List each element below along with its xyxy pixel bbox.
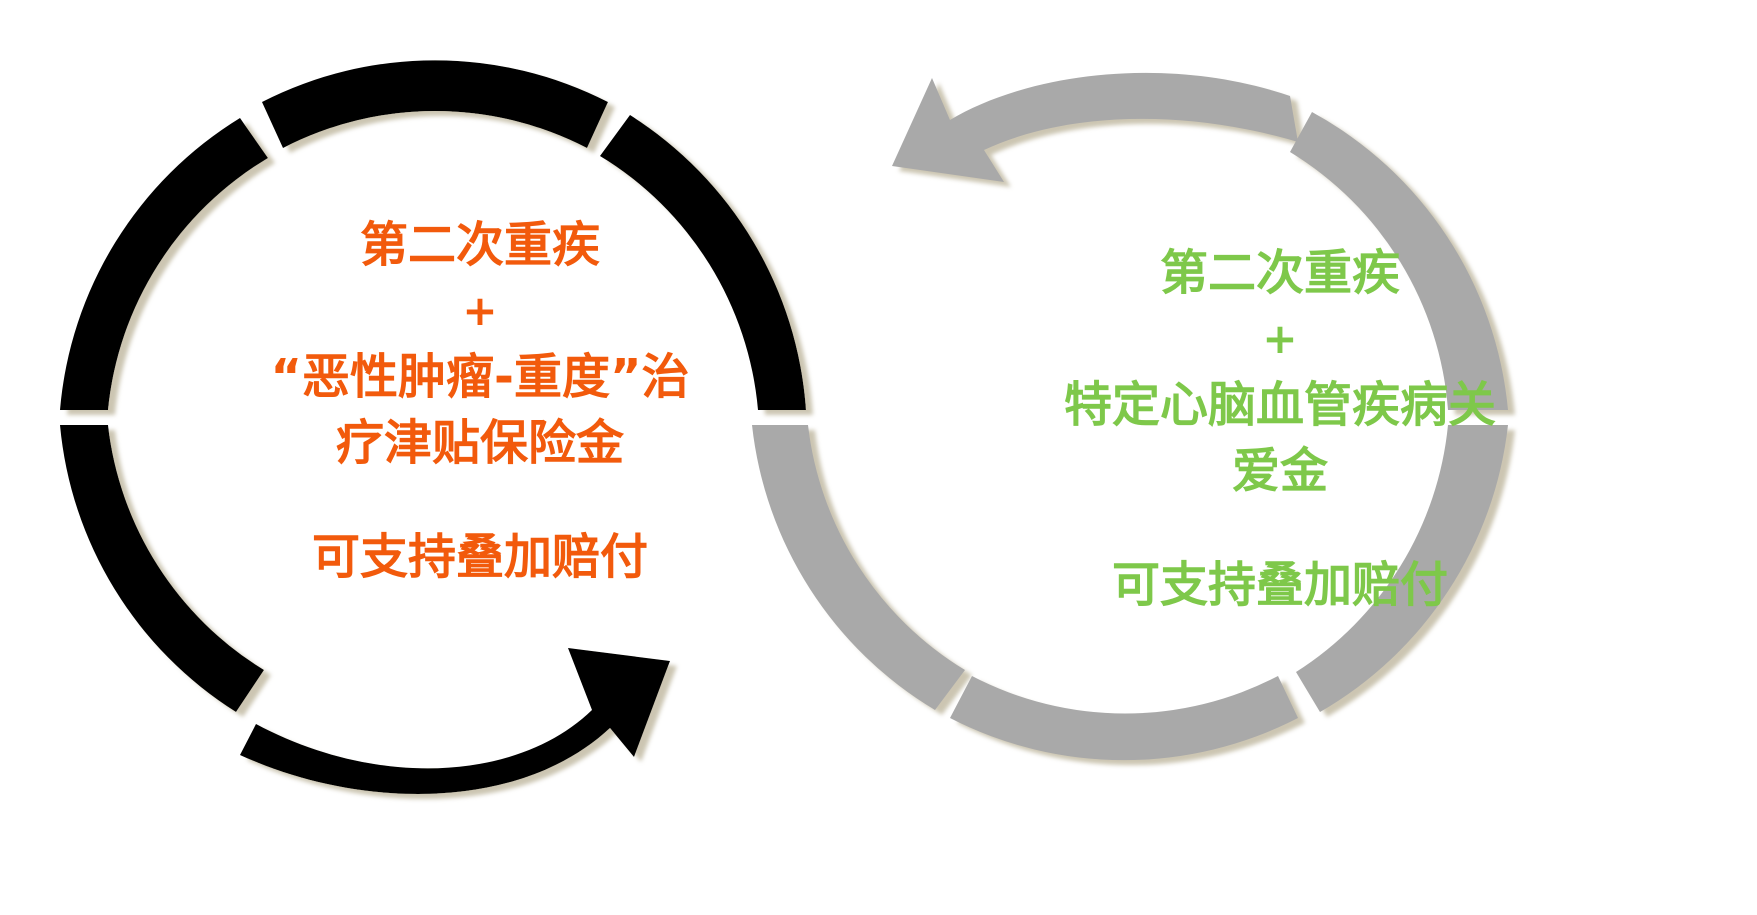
left-ring-segment-top <box>262 60 608 148</box>
right-benefit-line-1: 特定心脑血管疾病关 <box>1063 377 1496 433</box>
right-spacer <box>1010 504 1550 552</box>
left-ring-segment-top-left <box>60 118 268 410</box>
right-ring-segment-top-right <box>1290 112 1508 410</box>
left-cycle-ring <box>60 60 806 795</box>
left-benefit-line-1: “恶性肿瘤-重度”治 <box>270 349 690 405</box>
left-cycle-text: 第二次重疾 + “恶性肿瘤-重度”治 疗津贴保险金 可支持叠加赔付 <box>210 212 750 590</box>
right-ring-arrow <box>892 72 1298 182</box>
right-ring-segment-bottom-left <box>752 425 965 710</box>
right-cycle-text: 第二次重疾 + 特定心脑血管疾病关 爱金 可支持叠加赔付 <box>1010 240 1550 618</box>
right-footer: 可支持叠加赔付 <box>1111 557 1448 613</box>
left-title: 第二次重疾 <box>359 217 600 273</box>
right-plus-sign: + <box>1262 314 1298 363</box>
left-ring-segment-bottom-left <box>60 425 264 712</box>
right-ring-segment-bottom-right <box>1296 425 1508 712</box>
left-ring-arrow <box>240 648 670 795</box>
left-footer: 可支持叠加赔付 <box>311 529 648 585</box>
right-cycle-ring <box>752 72 1508 761</box>
left-plus-sign: + <box>462 286 498 335</box>
right-title: 第二次重疾 <box>1159 245 1400 301</box>
left-spacer <box>210 476 750 524</box>
left-benefit-line-2: 疗津贴保险金 <box>335 415 624 471</box>
left-ring-segment-top-right <box>600 115 806 410</box>
right-benefit-line-2: 爱金 <box>1231 443 1328 499</box>
right-ring-segment-bottom <box>950 676 1298 761</box>
